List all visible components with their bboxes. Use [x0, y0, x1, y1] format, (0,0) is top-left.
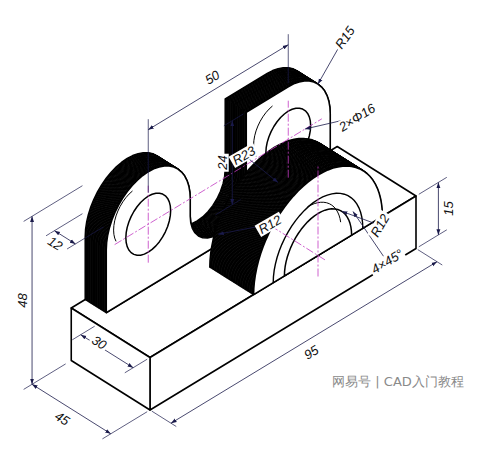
extension-line — [288, 34, 289, 83]
center-line — [148, 186, 149, 263]
watermark: 网易号 | CAD入门教程 — [330, 373, 466, 391]
dimension-label: 45 — [51, 408, 74, 429]
dimension-label: 24 — [216, 153, 229, 171]
extension-line — [102, 412, 147, 439]
hole-back-edge — [114, 191, 133, 241]
dimension-line — [171, 262, 437, 424]
extension-line — [148, 119, 149, 193]
extension-line — [419, 177, 447, 194]
extension-line — [24, 186, 83, 222]
base-side — [71, 308, 150, 410]
groove-back-edge — [308, 202, 341, 222]
dimension-line — [32, 216, 33, 384]
center-line — [269, 225, 325, 260]
dimension-label: 50 — [201, 67, 224, 88]
dimension-label: R15 — [331, 22, 358, 52]
extension-line — [24, 364, 66, 390]
dimension-label: 2×Φ16 — [335, 100, 379, 134]
extension-line — [224, 114, 244, 126]
dimension-label: 95 — [300, 342, 323, 363]
extension-line — [152, 411, 177, 426]
extension-line — [215, 200, 240, 215]
center-line — [115, 119, 322, 245]
dimension-label: 48 — [16, 291, 29, 309]
extension-line — [419, 230, 447, 247]
center-line — [288, 101, 289, 178]
extension-line — [67, 227, 103, 249]
dimension-line — [148, 45, 288, 130]
dimension-line — [438, 182, 439, 235]
extension-line — [125, 359, 147, 373]
dimension-line — [32, 384, 111, 434]
dimension-label: 15 — [442, 199, 455, 217]
center-line — [318, 165, 319, 277]
extension-line — [418, 250, 443, 265]
